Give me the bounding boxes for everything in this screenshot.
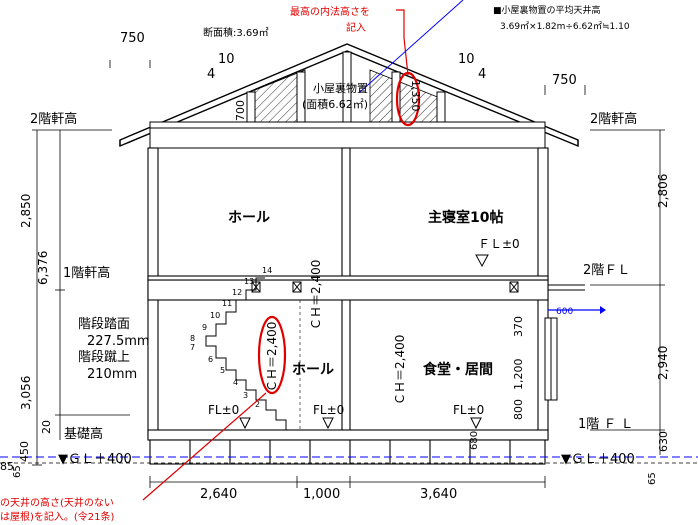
ch-dining: ＣＨ＝2,400 [393, 335, 407, 405]
height-2806: 2,806 [656, 174, 670, 208]
roof-labels: 750 750 10 4 10 4 小屋裏物置 (面積6.62㎡) 1,350 … [120, 31, 577, 121]
window-800: 800 [512, 399, 525, 420]
tread-label: 階段踏面 [78, 317, 130, 332]
second-eave-right: 2階軒高 [590, 111, 637, 127]
step-number: 4 [233, 378, 238, 387]
section-area: 断面積:3.69㎡ [203, 26, 269, 39]
ground-line [0, 456, 698, 464]
level-markers [239, 254, 489, 430]
height-65-right: 65 [647, 472, 658, 485]
room-hall-upper: ホール [228, 210, 270, 226]
second-eave-left: 2階軒高 [30, 111, 77, 127]
eave-right-dim: 750 [552, 73, 577, 88]
attic-average-formula: 3.69㎡×1.82m÷6.62㎡≒1.10 [500, 21, 630, 32]
ceiling-note-line1: の天井の高さ(天井のない [0, 496, 114, 509]
step-number: 13 [244, 277, 254, 286]
width-1000: 1,000 [303, 487, 340, 502]
window-right [544, 317, 558, 401]
height-6376: 6,376 [36, 251, 50, 285]
ch-hall: ＣＨ＝2,400 [265, 322, 279, 392]
height-2850: 2,850 [19, 194, 33, 228]
width-2640: 2,640 [200, 487, 237, 502]
step-number: 6 [208, 355, 213, 364]
pitch-left-top: 10 [218, 52, 235, 67]
step-number: 5 [220, 366, 225, 375]
room-labels: ホール 主寝室10帖 ＣＨ＝2,400 ＦＬ±0 ホール ＣＨ＝2,400 食堂… [208, 209, 520, 417]
height-20: 20 [40, 420, 53, 434]
step-number: 11 [222, 299, 232, 308]
step-number: 2 [255, 400, 260, 409]
height-65-left: 65 [12, 465, 23, 478]
height-3056: 3,056 [19, 376, 33, 410]
attic-hatch-right [369, 69, 446, 123]
top-notes: 最高の内法高さを 記入 ■小屋裏物置の平均天井高 3.69㎡×1.82m÷6.6… [203, 4, 630, 39]
pitch-left-bottom: 4 [207, 67, 215, 82]
hidden-lines [157, 175, 301, 430]
max-height-note-line1: 最高の内法高さを [290, 5, 370, 18]
dimension-labels: 2階軒高 2階軒高 2,850 6,376 1階軒高 3,056 450 20 … [0, 111, 670, 502]
room-dining-living: 食堂・居間 [423, 361, 493, 378]
pitch-right-bottom: 4 [478, 67, 486, 82]
annotation-marks [142, 0, 464, 501]
window-370: 370 [512, 316, 525, 337]
height-2940: 2,940 [656, 346, 670, 380]
stair-step-numbers: 2 3 4 5 6 7 8 9 10 11 12 13 14 [190, 266, 272, 409]
truss-height-value: 700 [234, 100, 247, 121]
riser-value: 210mm [87, 367, 137, 382]
height-630: 630 [657, 431, 670, 452]
window-1200: 1,200 [512, 359, 525, 391]
attic-label-line2: (面積6.62㎡) [302, 97, 368, 111]
ceiling-height-highlight [257, 315, 287, 395]
attic-height-value: 1,350 [409, 80, 422, 112]
ceiling-note-line2: は屋根)を記入。(令21条) [0, 510, 115, 523]
stair-notes: 階段踏面 227.5mm 階段蹴上 210mm [78, 317, 150, 382]
step-number: 9 [202, 323, 207, 332]
fl-master: ＦＬ±0 [478, 237, 520, 251]
staircase [205, 277, 287, 430]
ch-master: ＣＨ＝2,400 [309, 260, 323, 330]
pitch-right-top: 10 [458, 52, 475, 67]
dimension-lines [32, 60, 665, 488]
attic-average-title: ■小屋裏物置の平均天井高 [493, 4, 601, 16]
gl-right: ▼ＧＬ＋400 [561, 452, 635, 467]
height-85: 85 [0, 460, 14, 473]
foundation-height-label: 基礎高 [64, 426, 103, 442]
eave-left-dim: 750 [120, 31, 145, 46]
step-number: 8 [190, 334, 195, 343]
structure [147, 147, 549, 465]
fl-dining: FL±0 [453, 403, 484, 417]
riser-label: 階段蹴上 [78, 350, 130, 365]
step-number: 3 [243, 391, 248, 400]
bottom-red-note: の天井の高さ(天井のない は屋根)を記入。(令21条) [0, 496, 115, 523]
width-3640: 3,640 [420, 487, 457, 502]
tread-value: 227.5mm [87, 334, 150, 349]
room-master-bedroom: 主寝室10帖 [428, 209, 503, 226]
beam-markers [251, 281, 519, 293]
first-eave-label: 1階軒高 [63, 265, 110, 281]
attic-label-line1: 小屋裏物置 [313, 81, 368, 95]
fl-stair: FL±0 [208, 403, 239, 417]
gl-left: ▼ＧＬ＋400 [58, 452, 132, 467]
second-fl-label: 2階ＦＬ [583, 263, 630, 278]
first-fl-label: 1階 Ｆ Ｌ [578, 417, 634, 432]
balcony-rail [548, 284, 585, 291]
window-width-arrow [548, 306, 606, 314]
window-600: 600 [556, 307, 573, 317]
max-height-note-line2: 記入 [346, 21, 366, 34]
fl-hall: FL±0 [313, 403, 344, 417]
step-number: 14 [262, 266, 272, 275]
step-number: 7 [190, 343, 195, 352]
step-number: 10 [210, 311, 220, 320]
roof [119, 43, 579, 149]
ground-labels: 基礎高 ▼ＧＬ＋400 ▼ＧＬ＋400 [58, 426, 635, 467]
height-450: 450 [18, 441, 31, 462]
foundation-680: 680 [469, 431, 480, 450]
room-hall-lower: ホール [292, 362, 334, 378]
step-number: 12 [232, 288, 242, 297]
